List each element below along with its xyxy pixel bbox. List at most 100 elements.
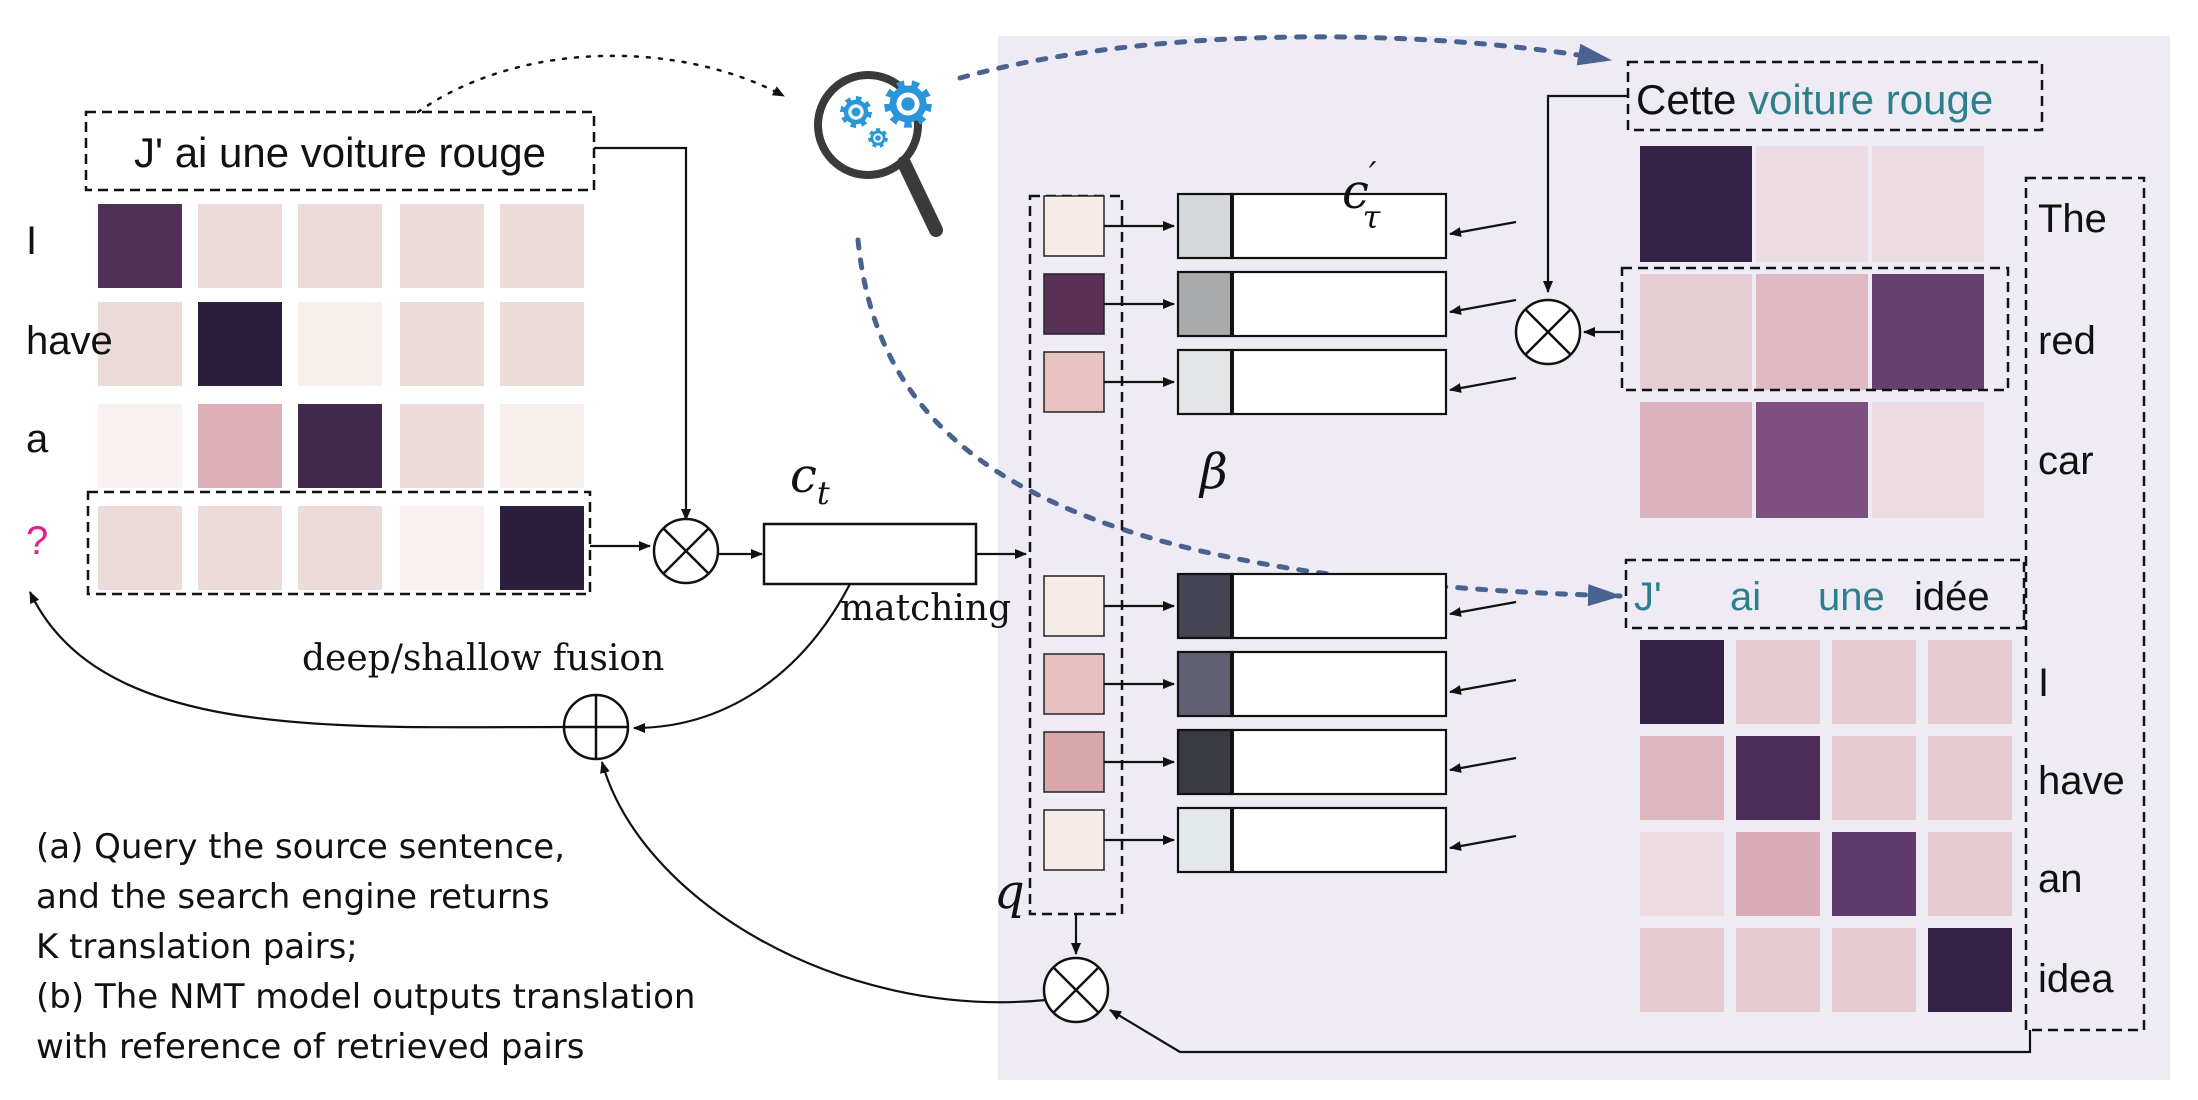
pair1-target-word: car — [2038, 439, 2094, 483]
pair1-source-sentence: Cette voiture rouge — [1636, 76, 1993, 123]
pair2-target-word: idea — [2038, 957, 2114, 1001]
pair2-attention-matrix — [1640, 640, 2012, 1012]
source-matrix-cell — [98, 506, 182, 590]
pair1-matrix-cell — [1756, 146, 1868, 262]
source-matrix-cell — [98, 204, 182, 288]
pair2-matrix-cell — [1640, 928, 1724, 1012]
source-row-label: I — [26, 219, 37, 263]
pair1-multiply-node — [1514, 298, 1582, 366]
pair2-matrix-cell — [1832, 832, 1916, 916]
source-matrix-cell — [400, 404, 484, 488]
pair1-matrix-cell — [1872, 402, 1984, 518]
pair2-matrix-cell — [1832, 928, 1916, 1012]
source-matrix-cell — [298, 302, 382, 386]
key-cell — [1176, 650, 1234, 718]
key-cell — [1176, 806, 1234, 874]
key-cell — [1176, 270, 1234, 338]
current-step-box — [86, 490, 592, 596]
source-matrix-cell — [500, 302, 584, 386]
source-matrix-cell — [500, 506, 584, 590]
value-input-arrow — [1449, 600, 1517, 617]
fusion-add-node — [562, 693, 630, 761]
pair1-matrix-cell — [1756, 274, 1868, 390]
query-cell — [1043, 195, 1105, 257]
pair2-matrix-cell — [1928, 832, 2012, 916]
targets-to-retrieval-arrow — [1109, 1009, 2032, 1054]
source-row-label: have — [26, 319, 113, 363]
caption-line: (a) Query the source sentence, — [36, 827, 565, 867]
source-matrix-cell — [198, 506, 282, 590]
pair2-matrix-cell — [1928, 736, 2012, 820]
pair1-matrix-cell — [1872, 146, 1984, 262]
source-row-label: a — [26, 417, 49, 461]
value-vector — [1230, 348, 1448, 416]
pair2-matrix-cell — [1928, 640, 2012, 724]
fusion-to-output-arrow — [29, 591, 565, 729]
pair2-matrix-cell — [1736, 640, 1820, 724]
pair2-matrix-cell — [1640, 640, 1724, 724]
source-sentence-box — [84, 110, 596, 192]
source-matrix-cell — [198, 302, 282, 386]
pair1-matrix-cell — [1640, 274, 1752, 390]
key-cell — [1176, 348, 1234, 416]
source-matrix-cell — [400, 302, 484, 386]
source-matrix-cell — [298, 404, 382, 488]
value-input-arrow — [1449, 756, 1517, 773]
pair2-target-word: have — [2038, 759, 2125, 803]
query-cell — [1043, 273, 1105, 335]
fusion-label: deep/shallow fusion — [302, 638, 664, 679]
c-tau-label: c′τ — [1342, 155, 1382, 236]
retrieval-arrow-top — [957, 34, 1613, 81]
pair2-matrix-cell — [1736, 928, 1820, 1012]
value-input-arrow — [1449, 678, 1517, 695]
value-input-arrow — [1449, 298, 1517, 315]
key-cell — [1176, 728, 1234, 796]
attention-multiply-node — [652, 517, 720, 585]
value-input-arrow — [1449, 834, 1517, 851]
source-matrix-cell — [98, 404, 182, 488]
pair2-matrix-cell — [1832, 736, 1916, 820]
caption-line: K translation pairs; — [36, 927, 358, 967]
pair2-source-word: J' — [1634, 575, 1662, 619]
pair1-matrix-cell — [1872, 274, 1984, 390]
target-words-box — [2024, 176, 2146, 1032]
source-matrix-cell — [400, 506, 484, 590]
source-attention-matrix — [98, 204, 584, 590]
pair2-matrix-cell — [1928, 928, 2012, 1012]
query-cell — [1043, 653, 1105, 715]
pair1-matrix-cell — [1640, 402, 1752, 518]
query-cell — [1043, 351, 1105, 413]
value-input-arrow — [1449, 220, 1517, 237]
source-matrix-cell — [198, 204, 282, 288]
context-to-fusion-arrow — [633, 583, 851, 733]
pair1-source-arrow — [1543, 94, 1628, 293]
pair2-source-box — [1624, 558, 2026, 630]
pair2-source-word: ai — [1730, 575, 1761, 619]
query-arrow — [416, 54, 786, 114]
source-matrix-cell — [298, 204, 382, 288]
pair1-matrix-cell — [1756, 402, 1868, 518]
search-engine-icon — [792, 66, 964, 244]
pair2-matrix-cell — [1640, 736, 1724, 820]
source-row-label: ? — [26, 519, 48, 563]
pair2-matrix-cell — [1736, 832, 1820, 916]
query-cell — [1043, 731, 1105, 793]
beta-label: β — [1198, 444, 1228, 500]
value-vector — [1230, 650, 1448, 718]
source-matrix-cell — [98, 302, 182, 386]
caption-line: and the search engine returns — [36, 877, 550, 917]
q-label: q — [994, 864, 1025, 920]
pair1-target-word: The — [2038, 197, 2107, 241]
context-vector-box — [762, 522, 978, 586]
pair2-matrix-cell — [1832, 640, 1916, 724]
query-cell — [1043, 809, 1105, 871]
key-cell — [1176, 572, 1234, 640]
value-input-arrow — [1449, 376, 1517, 393]
value-vector — [1230, 192, 1448, 260]
pair1-row-box — [1620, 266, 2010, 392]
query-key-rows — [1043, 192, 1517, 874]
